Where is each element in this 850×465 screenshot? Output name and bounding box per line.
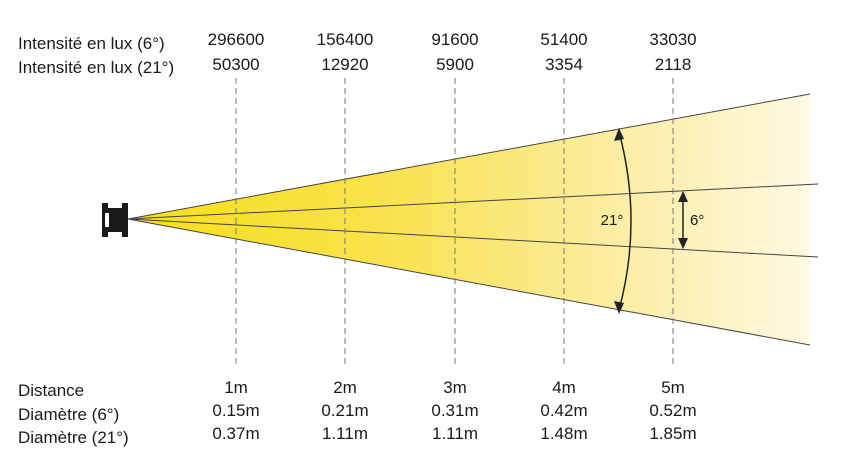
distance-value: 3m xyxy=(443,378,467,397)
diameter-21-value: 1.85m xyxy=(649,424,696,443)
diameter-21-value: 0.37m xyxy=(212,424,259,443)
angle-label-6: 6° xyxy=(690,212,704,229)
beam-edge-21-top xyxy=(127,93,811,220)
angle-arc-21 xyxy=(618,131,632,311)
diameter-6-value: 0.42m xyxy=(540,401,587,420)
fixture-icon xyxy=(102,203,128,237)
row-label-distance: Distance xyxy=(18,381,84,400)
row-label-diameter-21: Diamètre (21°) xyxy=(18,428,129,447)
diameter-21-value: 1.48m xyxy=(540,424,587,443)
row-label-diameter-6: Diamètre (6°) xyxy=(18,405,119,424)
distance-value: 1m xyxy=(224,378,248,397)
intensity-21-value: 50300 xyxy=(212,55,259,74)
diameter-6-value: 0.15m xyxy=(212,401,259,420)
arrow-head-21-bottom xyxy=(614,301,624,314)
row-label-intensity-21: Intensité en lux (21°) xyxy=(18,58,174,77)
beam-edge-6-bottom xyxy=(127,218,819,258)
arrow-head-6-top xyxy=(678,191,688,202)
distance-value: 2m xyxy=(333,378,357,397)
arrow-head-21-top xyxy=(614,128,624,141)
distance-value: 4m xyxy=(552,378,576,397)
diameter-6-value: 0.52m xyxy=(649,401,696,420)
diameter-21-value: 1.11m xyxy=(432,424,478,443)
beam-cone-21 xyxy=(128,94,810,345)
intensity-21-value: 12920 xyxy=(321,55,368,74)
diameter-6-value: 0.21m xyxy=(321,401,368,420)
distance-markers xyxy=(235,78,674,368)
intensity-6-value: 296600 xyxy=(208,30,265,49)
row-label-intensity-6: Intensité en lux (6°) xyxy=(18,34,165,53)
intensity-6-value: 156400 xyxy=(317,30,374,49)
arrow-head-6-bottom xyxy=(678,238,688,249)
intensity-21-value: 2118 xyxy=(655,55,692,74)
intensity-21-value: 3354 xyxy=(545,55,583,74)
intensity-6-value: 33030 xyxy=(649,30,696,49)
distance-value: 5m xyxy=(661,378,685,397)
diameter-21-value: 1.11m xyxy=(322,424,368,443)
beam-edge-6-top xyxy=(127,183,819,220)
intensity-6-value: 91600 xyxy=(431,30,478,49)
angle-label-21: 21° xyxy=(601,212,624,229)
intensity-6-value: 51400 xyxy=(540,30,587,49)
intensity-21-value: 5900 xyxy=(436,55,474,74)
diameter-6-value: 0.31m xyxy=(431,401,478,420)
beam-edge-21-bottom xyxy=(127,218,811,346)
